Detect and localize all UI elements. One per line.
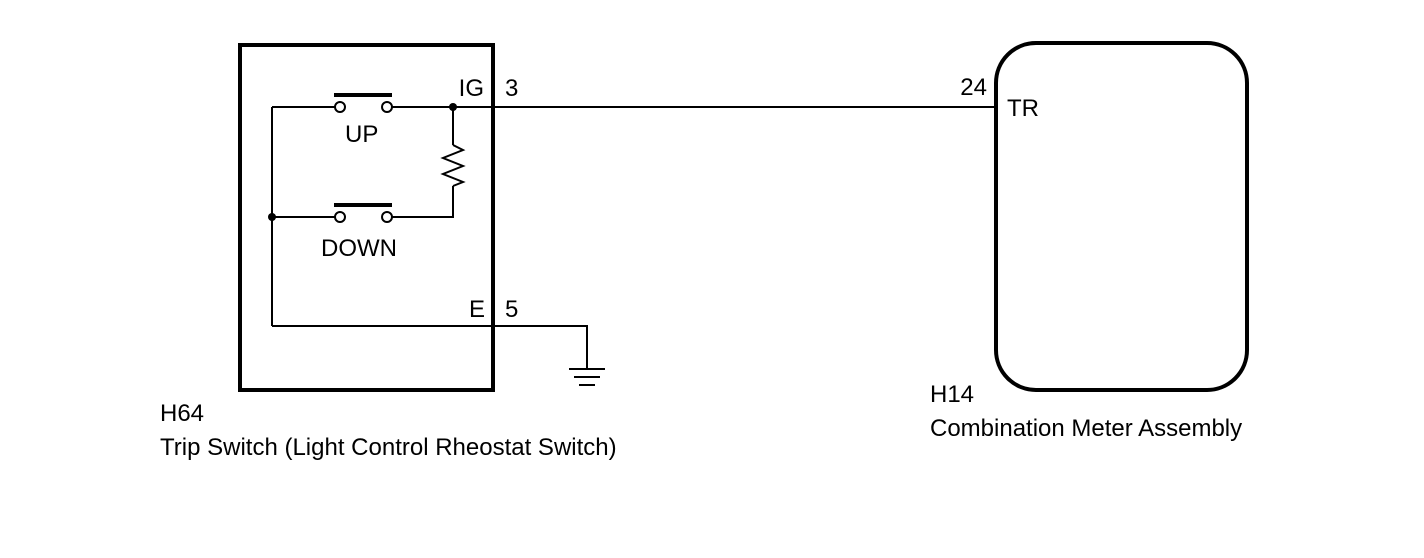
down-switch-right-wire <box>392 186 454 218</box>
up-switch-contact-left <box>334 101 346 113</box>
down-switch-contact-right <box>381 211 393 223</box>
meter-connector-id: H14 <box>930 381 974 408</box>
ig-pin-number: 3 <box>505 75 518 102</box>
trip-switch-name: Trip Switch (Light Control Rheostat Swit… <box>160 434 617 461</box>
combination-meter-housing <box>994 41 1249 392</box>
trip-switch-connector-id: H64 <box>160 400 204 427</box>
ig-terminal-label: IG <box>459 75 484 102</box>
down-switch-label: DOWN <box>321 235 397 262</box>
meter-name: Combination Meter Assembly <box>930 415 1242 442</box>
left-bus-junction-dot <box>268 213 276 221</box>
e-to-ground-wire <box>272 325 588 368</box>
trip-switch-housing <box>238 43 495 392</box>
ground-symbol <box>569 368 605 386</box>
up-switch-contact-right <box>381 101 393 113</box>
rheostat-resistor <box>440 144 466 187</box>
up-switch-label: UP <box>345 121 378 148</box>
e-terminal-label: E <box>469 296 485 323</box>
tr-terminal-label: TR <box>1007 95 1039 122</box>
e-pin-number: 5 <box>505 296 518 323</box>
ig-junction-dot <box>449 103 457 111</box>
tr-pin-number: 24 <box>960 74 987 101</box>
down-switch-contact-left <box>334 211 346 223</box>
down-pushbutton-switch <box>334 203 393 223</box>
up-pushbutton-switch <box>334 93 393 113</box>
